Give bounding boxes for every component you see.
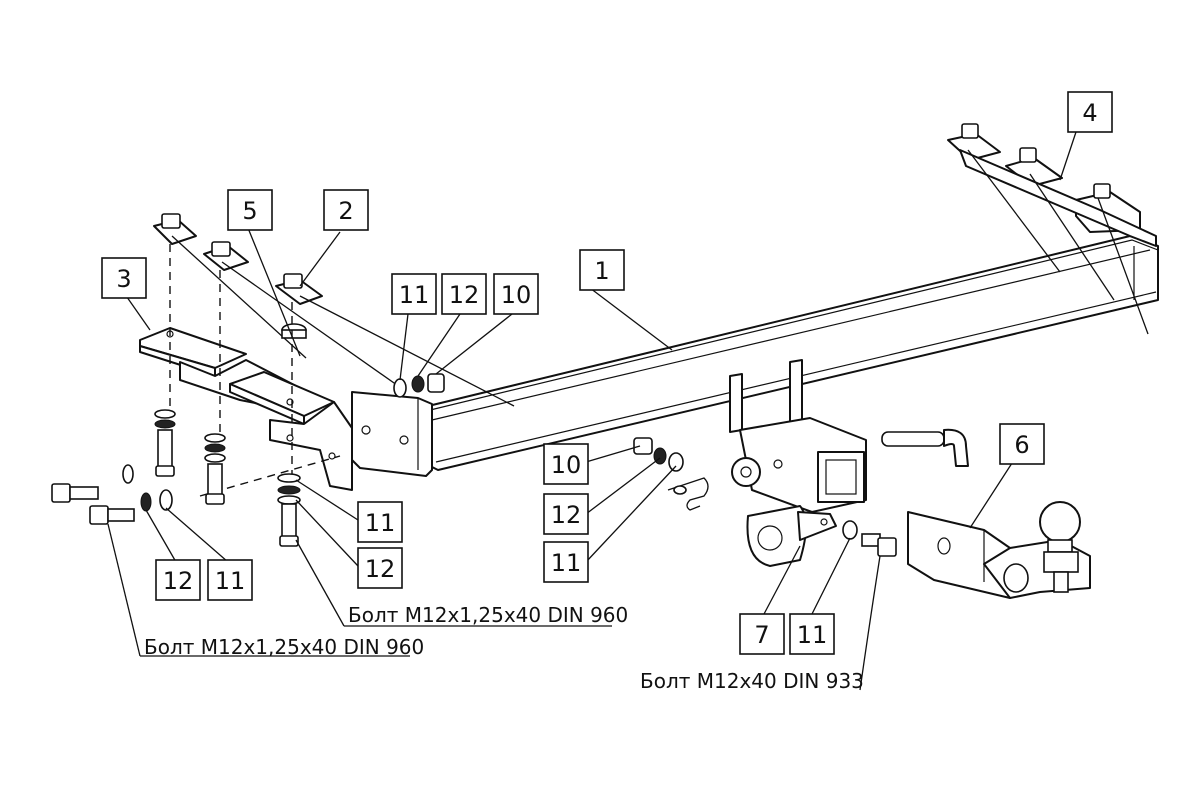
callout-label: 11	[551, 549, 582, 577]
callout-part-12-top: 12	[441, 273, 487, 315]
socket-bracket	[746, 505, 837, 567]
callout-label: 11	[365, 509, 396, 537]
bolt-caption-center: Болт M12x1,25x40 DIN 960	[348, 603, 628, 627]
callout-label: 3	[116, 265, 131, 293]
callout-part-11-top: 11	[391, 273, 437, 315]
callout-label: 12	[163, 567, 194, 595]
hitch-pin	[881, 428, 969, 467]
left-clamp-rods	[153, 213, 515, 407]
left-end-plate	[351, 391, 433, 477]
callout-part-11-bottom: 11	[789, 613, 835, 655]
spring-clip	[667, 477, 709, 511]
callout-part-11-left: 11	[207, 559, 253, 601]
right-clamp	[947, 123, 1157, 335]
callout-leaders	[107, 131, 1077, 691]
receiver-tube	[729, 359, 867, 513]
callout-label: 10	[501, 281, 532, 309]
callout-label: 2	[338, 197, 353, 225]
callout-label: 12	[551, 501, 582, 529]
callout-part-1: 1	[579, 249, 625, 291]
callout-part-10-top: 10	[493, 273, 539, 315]
callout-part-11-center-left: 11	[357, 501, 403, 543]
callout-part-12-center-left: 12	[357, 547, 403, 589]
left-hardware	[51, 409, 301, 547]
callout-part-2: 2	[323, 189, 369, 231]
callout-label: 5	[242, 197, 257, 225]
callout-label: 11	[797, 621, 828, 649]
left-bracket	[139, 327, 353, 491]
bolt-caption-right: Болт M12x40 DIN 933	[640, 669, 864, 693]
callout-part-12-right: 12	[543, 493, 589, 535]
callout-label: 11	[399, 281, 430, 309]
callout-label: 7	[754, 621, 769, 649]
callout-label: 11	[215, 567, 246, 595]
callout-part-7: 7	[739, 613, 785, 655]
callout-part-4: 4	[1067, 91, 1113, 133]
callout-part-3: 3	[101, 257, 147, 299]
right-hardware	[633, 437, 897, 557]
callout-part-5: 5	[227, 189, 273, 231]
center-hardware	[393, 373, 445, 398]
callout-label: 1	[594, 257, 609, 285]
callout-part-12-left: 12	[155, 559, 201, 601]
callout-label: 12	[449, 281, 480, 309]
callout-label: 4	[1082, 99, 1097, 127]
callout-label: 6	[1014, 431, 1029, 459]
callout-part-6: 6	[999, 423, 1045, 465]
callout-part-11-right: 11	[543, 541, 589, 583]
ball-mount	[907, 501, 1091, 599]
callout-label: 10	[551, 451, 582, 479]
callout-part-10-right: 10	[543, 443, 589, 485]
bolt-caption-left: Болт M12x1,25x40 DIN 960	[144, 635, 424, 659]
assembly-lines	[169, 244, 341, 497]
callout-label: 12	[365, 555, 396, 583]
